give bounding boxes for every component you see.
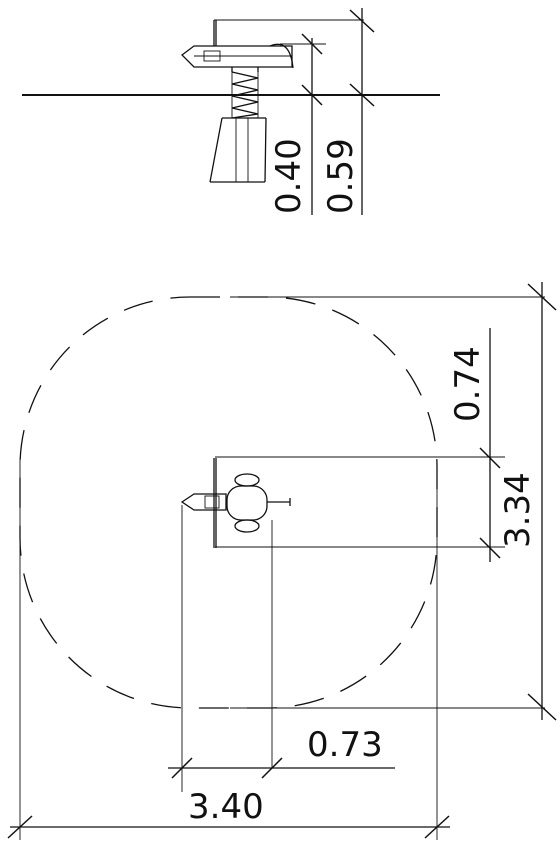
dim-label-plan-total-width: 3.40 [188,787,264,827]
dimension-plan-item-width: 0.73 [168,725,395,779]
spring-rider-seat [181,20,294,69]
dimension-elevation-high: 0.59 [321,8,375,215]
elevation-view: 0.40 0.59 [22,8,440,215]
plan-view: 0.74 3.34 0.73 3.40 [7,282,557,840]
spring-rider-plan [180,458,291,548]
dimension-elevation-low: 0.40 [269,33,323,215]
foundation-base [209,117,267,183]
safety-zone-boundary [19,296,438,709]
dim-label-elevation-low: 0.40 [269,138,309,214]
dim-label-elevation-high: 0.59 [321,138,361,214]
dim-label-plan-item-width: 0.73 [307,725,383,765]
dimension-plan-total-depth: 3.34 [498,282,557,721]
spring-coil [231,67,259,119]
dimension-plan-top-offset: 0.74 [448,328,501,562]
dim-label-plan-total-depth: 3.34 [498,472,538,548]
dimension-plan-total-width: 3.40 [7,787,450,839]
dim-label-plan-top-offset: 0.74 [448,346,488,422]
